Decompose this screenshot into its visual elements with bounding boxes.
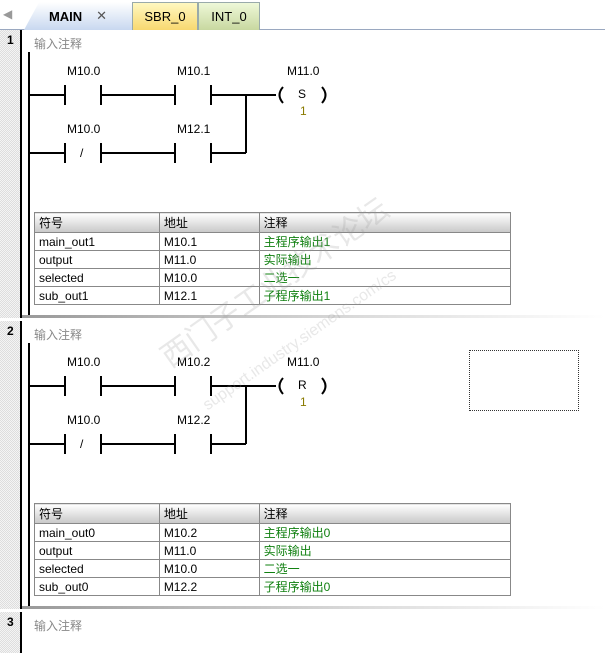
table-cell: selected — [34, 559, 160, 578]
network-comment[interactable]: 输入注释 — [34, 37, 83, 51]
table-cell: M12.1 — [158, 286, 260, 305]
network-separator — [22, 315, 605, 318]
network-number: 1 — [7, 33, 14, 47]
table-cell: M12.2 — [158, 577, 260, 596]
contact-address[interactable]: M10.0 — [67, 355, 101, 369]
close-icon[interactable]: ✕ — [96, 8, 108, 23]
coil-right — [321, 377, 327, 395]
negation-symbol: / — [80, 146, 84, 160]
table-cell: sub_out1 — [34, 286, 160, 305]
network-comment[interactable]: 输入注释 — [34, 328, 83, 342]
table-cell: M11.0 — [158, 250, 260, 269]
table-cell: 主程序输出0 — [258, 523, 512, 542]
table-cell: 二选一 — [258, 268, 512, 287]
table-cell: sub_out0 — [34, 577, 160, 596]
network-2[interactable]: 2 输入注释 M10.0 M10.2 M10.0 / M12.2 M11.0 R… — [0, 321, 605, 609]
coil-address[interactable]: M11.0 — [287, 64, 320, 78]
network-gutter — [0, 321, 22, 609]
coil-right — [321, 86, 327, 104]
column-header: 符号 — [34, 212, 160, 233]
contact-2 — [174, 85, 212, 105]
contact-4 — [174, 434, 212, 454]
table-cell: 实际输出 — [258, 250, 512, 269]
coil-address[interactable]: M11.0 — [287, 355, 320, 369]
network-3[interactable]: 3 输入注释 — [0, 612, 605, 653]
coil-type: R — [298, 378, 307, 392]
contact-address[interactable]: M10.0 — [67, 413, 101, 427]
contact-address[interactable]: M12.1 — [177, 122, 211, 136]
contact-3 — [29, 143, 102, 163]
table-cell: 子程序输出0 — [258, 577, 512, 596]
coil-value: 1 — [300, 104, 307, 118]
contact-address[interactable]: M12.2 — [177, 413, 211, 427]
coil-type: S — [298, 87, 307, 101]
tab-int-0[interactable]: INT_0 — [198, 2, 260, 30]
table-cell: selected — [34, 268, 160, 287]
table-cell: M10.0 — [158, 559, 260, 578]
table-cell: 实际输出 — [258, 541, 512, 560]
table-cell: M10.2 — [158, 523, 260, 542]
column-header: 符号 — [34, 503, 160, 524]
network-number: 3 — [7, 615, 14, 629]
coil-value: 1 — [300, 395, 307, 409]
coil-left — [278, 377, 284, 395]
tab-main[interactable]: MAIN ✕ — [24, 2, 132, 30]
network-1[interactable]: 1 输入注释 M10.0 M10.1 M10.0 / M12.1 M11.0 S… — [0, 30, 605, 318]
contact-4 — [174, 143, 212, 163]
tab-sbr-0[interactable]: SBR_0 — [132, 2, 198, 30]
tab-label: MAIN — [48, 8, 83, 24]
column-header: 注释 — [258, 503, 512, 524]
scroll-left-icon[interactable]: ◀ — [3, 7, 13, 21]
column-header: 注释 — [258, 212, 512, 233]
network-number: 2 — [7, 324, 14, 338]
contact-1 — [29, 376, 102, 396]
contact-address[interactable]: M10.0 — [67, 64, 101, 78]
empty-selection-box[interactable] — [469, 350, 579, 411]
ladder-diagram — [28, 343, 327, 606]
negation-symbol: / — [80, 437, 84, 451]
coil-left — [278, 86, 284, 104]
ladder-diagram — [28, 52, 327, 315]
contact-address[interactable]: M10.1 — [177, 64, 211, 78]
tab-bar: ◀ MAIN ✕ SBR_0 INT_0 — [0, 0, 605, 30]
network-separator — [22, 606, 605, 609]
table-cell: 子程序输出1 — [258, 286, 512, 305]
network-gutter — [0, 30, 22, 318]
table-cell: output — [34, 541, 160, 560]
contact-2 — [174, 376, 212, 396]
network-comment[interactable]: 输入注释 — [34, 619, 83, 633]
table-cell: 主程序输出1 — [258, 232, 512, 251]
table-cell: output — [34, 250, 160, 269]
column-header: 地址 — [158, 212, 260, 233]
table-cell: M10.1 — [158, 232, 260, 251]
contact-address[interactable]: M10.0 — [67, 122, 101, 136]
contact-3 — [29, 434, 102, 454]
network-gutter — [0, 612, 22, 653]
table-cell: 二选一 — [258, 559, 512, 578]
table-cell: M10.0 — [158, 268, 260, 287]
contact-1 — [29, 85, 102, 105]
table-cell: M11.0 — [158, 541, 260, 560]
table-cell: main_out0 — [34, 523, 160, 542]
table-cell: main_out1 — [34, 232, 160, 251]
column-header: 地址 — [158, 503, 260, 524]
contact-address[interactable]: M10.2 — [177, 355, 211, 369]
